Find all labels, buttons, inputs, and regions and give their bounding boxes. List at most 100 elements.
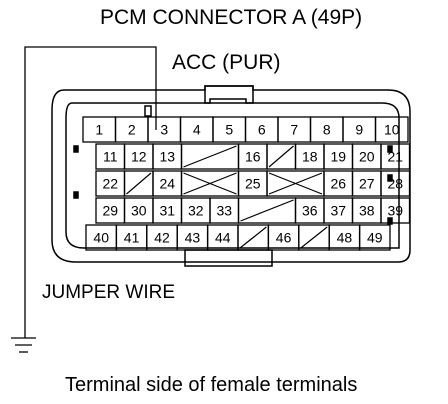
empty-slash-mark xyxy=(183,145,237,168)
terminal-25: 25 xyxy=(237,170,268,197)
terminal-1: 1 xyxy=(82,116,117,143)
terminal-number: 2 xyxy=(128,122,136,138)
terminal-6: 6 xyxy=(244,116,279,143)
terminal-number: 32 xyxy=(188,203,204,219)
terminal-43: 43 xyxy=(176,224,209,251)
terminal-number: 11 xyxy=(103,149,118,165)
housing-top-latch xyxy=(204,85,254,104)
terminal-40: 40 xyxy=(85,224,118,251)
terminal-number: 37 xyxy=(330,203,346,219)
terminal-number: 43 xyxy=(185,230,201,246)
terminal-20: 20 xyxy=(351,143,382,170)
terminal-number: 29 xyxy=(102,203,118,219)
connector-title: PCM CONNECTOR A (49P) xyxy=(100,6,363,29)
terminal-number: 48 xyxy=(337,230,353,246)
empty-cavity xyxy=(237,197,297,224)
terminal-44: 44 xyxy=(206,224,239,251)
empty-slash-mark xyxy=(240,199,294,222)
terminal-number: 20 xyxy=(359,149,375,165)
terminal-9: 9 xyxy=(342,116,377,143)
housing-bottom-tab xyxy=(184,249,273,263)
terminal-30: 30 xyxy=(123,197,154,224)
terminal-22: 22 xyxy=(95,170,126,197)
terminal-number: 22 xyxy=(102,176,118,192)
terminal-number: 7 xyxy=(290,122,298,138)
terminal-24: 24 xyxy=(152,170,183,197)
terminal-13: 13 xyxy=(152,143,183,170)
empty-cross-mark xyxy=(183,172,237,195)
housing-right-notch xyxy=(387,217,393,225)
terminal-27: 27 xyxy=(351,170,382,197)
terminal-number: 46 xyxy=(276,230,292,246)
terminal-29: 29 xyxy=(95,197,126,224)
terminal-number: 36 xyxy=(302,203,318,219)
connector-subtitle: ACC (PUR) xyxy=(172,51,281,74)
housing-outer-shell xyxy=(51,85,411,267)
jumper-wire-label: JUMPER WIRE xyxy=(42,282,175,303)
terminal-number: 19 xyxy=(330,149,346,165)
housing-right-notch xyxy=(387,174,393,182)
terminal-7: 7 xyxy=(277,116,312,143)
terminal-number: 42 xyxy=(154,230,170,246)
terminal-38: 38 xyxy=(351,197,382,224)
terminal-cell xyxy=(358,224,391,251)
terminal-number: 6 xyxy=(258,122,266,138)
terminal-41: 41 xyxy=(115,224,148,251)
housing-left-notch xyxy=(73,191,79,199)
connector-housing xyxy=(51,85,411,267)
terminal-cell xyxy=(380,170,411,197)
terminal-cell xyxy=(380,197,411,224)
terminal-26: 26 xyxy=(323,170,354,197)
terminal-cell xyxy=(380,143,411,170)
terminal-number: 18 xyxy=(302,149,318,165)
empty-cavity xyxy=(237,224,270,251)
terminal-31: 31 xyxy=(152,197,183,224)
terminal-number: 24 xyxy=(159,176,175,192)
empty-cavity xyxy=(298,224,330,251)
terminal-number: 49 xyxy=(367,230,383,246)
housing-locator-tab xyxy=(144,105,152,117)
terminal-number: 33 xyxy=(216,203,232,219)
terminal-number: 21 xyxy=(387,149,403,165)
housing-inner-shell xyxy=(65,98,400,249)
terminal-number: 27 xyxy=(359,176,375,192)
terminal-10: 10 xyxy=(374,116,409,143)
terminal-number: 4 xyxy=(193,122,201,138)
terminal-number: 30 xyxy=(131,203,147,219)
terminal-12: 12 xyxy=(123,143,154,170)
terminal-36: 36 xyxy=(294,197,325,224)
terminal-46: 46 xyxy=(267,224,300,251)
terminal-37: 37 xyxy=(323,197,354,224)
terminal-33: 33 xyxy=(209,197,240,224)
terminal-number: 8 xyxy=(323,122,331,138)
terminal-39: 39 xyxy=(380,197,411,224)
terminal-cell xyxy=(374,116,409,143)
terminal-2: 2 xyxy=(114,116,149,143)
terminal-number: 3 xyxy=(160,122,168,138)
terminal-number: 28 xyxy=(387,176,403,192)
terminal-48: 48 xyxy=(328,224,361,251)
jumper-wire-path xyxy=(24,46,157,338)
terminal-number: 39 xyxy=(387,203,403,219)
terminal-5: 5 xyxy=(212,116,247,143)
terminal-28: 28 xyxy=(380,170,411,197)
empty-slash-mark xyxy=(268,145,294,168)
figure-caption: Terminal side of female terminals xyxy=(65,374,358,396)
terminal-11: 11 xyxy=(95,143,126,170)
terminal-number: 41 xyxy=(124,230,140,246)
terminal-21: 21 xyxy=(380,143,411,170)
terminal-8: 8 xyxy=(309,116,344,143)
empty-cavity xyxy=(266,143,297,170)
terminal-number: 26 xyxy=(330,176,346,192)
terminal-16: 16 xyxy=(237,143,268,170)
terminal-42: 42 xyxy=(146,224,178,251)
terminal-4: 4 xyxy=(179,116,214,143)
terminal-number: 9 xyxy=(355,122,363,138)
terminal-3: 3 xyxy=(147,116,182,143)
housing-left-notch xyxy=(73,145,79,153)
empty-slash-mark xyxy=(126,172,152,195)
terminal-number: 38 xyxy=(359,203,375,219)
jumper-wire xyxy=(11,46,157,353)
terminal-number: 40 xyxy=(93,230,109,246)
